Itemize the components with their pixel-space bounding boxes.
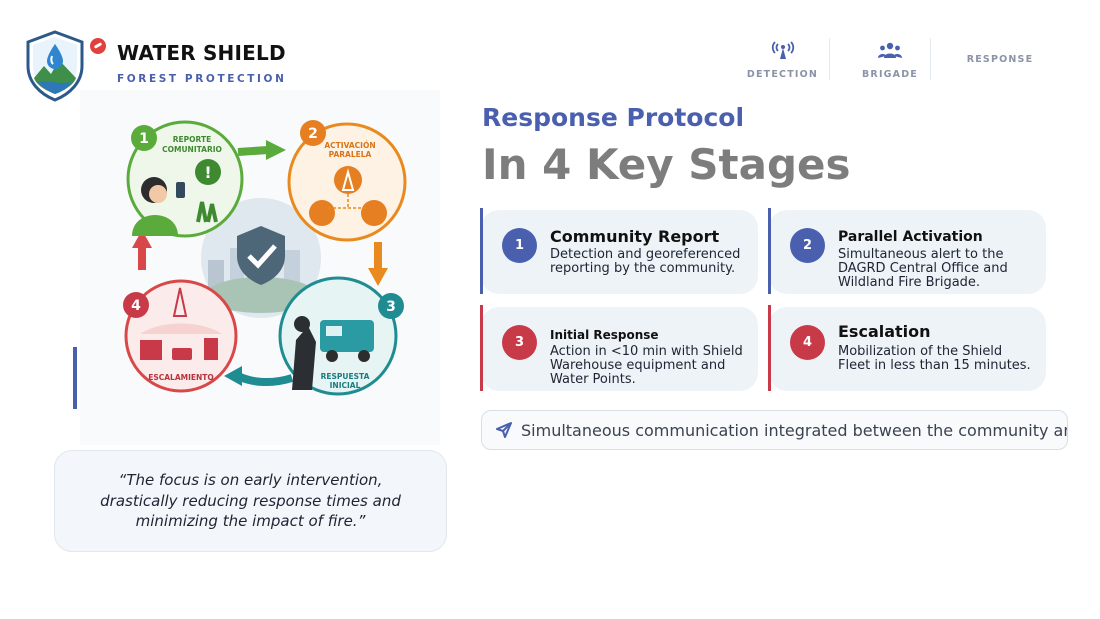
stage-description: Detection and georeferenced reporting by… bbox=[550, 247, 741, 276]
stage-card-4: 4 Escalation Mobilization of the Shield … bbox=[768, 305, 1046, 391]
card-accent-bar bbox=[480, 305, 483, 391]
stage-card-2: 2 Parallel Activation Simultaneous alert… bbox=[768, 208, 1046, 294]
stage-description: Simultaneous alert to the DAGRD Central … bbox=[838, 247, 1008, 290]
quote-box: “The focus is on early intervention, dra… bbox=[54, 450, 447, 552]
protocol-illustration: 1 REPORTE COMUNITARIO ! 2 ACTIVACIÓN PAR… bbox=[80, 90, 440, 445]
nav-brigade[interactable]: BRIGADE bbox=[855, 38, 925, 80]
svg-text:3: 3 bbox=[386, 299, 396, 315]
page-title: In 4 Key Stages bbox=[482, 140, 851, 189]
card-accent-bar bbox=[480, 208, 483, 294]
stage-number-badge: 3 bbox=[502, 325, 537, 360]
stage-number-badge: 2 bbox=[790, 228, 825, 263]
broadcast-tower-icon bbox=[771, 41, 794, 59]
water-shield-logo bbox=[26, 30, 84, 102]
svg-text:2: 2 bbox=[308, 126, 318, 142]
protocol-cycle-graphic: 1 REPORTE COMUNITARIO ! 2 ACTIVACIÓN PAR… bbox=[123, 120, 407, 396]
svg-text:!: ! bbox=[204, 163, 211, 182]
nav-divider bbox=[829, 38, 830, 80]
fire-badge-icon bbox=[90, 38, 106, 54]
brand-subtitle: FOREST PROTECTION bbox=[117, 73, 287, 85]
illus-label-2: ACTIVACIÓN bbox=[324, 141, 375, 150]
card-accent-bar bbox=[768, 305, 771, 391]
illus-label-1: REPORTE bbox=[173, 135, 211, 144]
send-icon bbox=[496, 422, 512, 438]
nav-divider bbox=[930, 38, 931, 80]
stage-title: Parallel Activation bbox=[838, 229, 983, 245]
nav-response-label: RESPONSE bbox=[966, 53, 1034, 65]
nav-detection-label: DETECTION bbox=[746, 69, 819, 80]
svg-text:PARALELA: PARALELA bbox=[329, 150, 372, 159]
stage-card-1: 1 Community Report Detection and georefe… bbox=[480, 208, 758, 294]
nav-response[interactable]: RESPONSE bbox=[960, 38, 1040, 80]
accent-bar bbox=[73, 347, 77, 409]
stage-title: Escalation bbox=[838, 322, 931, 341]
illus-label-4: ESCALAMIENTO bbox=[148, 373, 214, 382]
svg-text:4: 4 bbox=[131, 298, 141, 314]
card-accent-bar bbox=[768, 208, 771, 294]
stage-title: Initial Response bbox=[550, 328, 659, 342]
communication-note-text: Simultaneous communication integrated be… bbox=[521, 421, 1068, 440]
nav-brigade-label: BRIGADE bbox=[861, 69, 919, 80]
stage-number-badge: 4 bbox=[790, 325, 825, 360]
stage-description: Action in <10 min with Shield Warehouse … bbox=[550, 344, 743, 387]
quote-text: “The focus is on early intervention, dra… bbox=[100, 471, 401, 531]
stage-card-3: 3 Initial Response Action in <10 min wit… bbox=[480, 305, 758, 391]
svg-text:INICIAL: INICIAL bbox=[330, 381, 361, 390]
section-kicker: Response Protocol bbox=[482, 103, 745, 132]
nav-detection[interactable]: DETECTION bbox=[745, 38, 820, 80]
stage-number-badge: 1 bbox=[502, 228, 537, 263]
svg-text:COMUNITARIO: COMUNITARIO bbox=[162, 145, 222, 154]
users-icon bbox=[878, 42, 902, 58]
brand-title: WATER SHIELD bbox=[117, 41, 286, 65]
stage-title: Community Report bbox=[550, 227, 720, 246]
stage-description: Mobilization of the Shield Fleet in less… bbox=[838, 344, 1031, 373]
svg-text:1: 1 bbox=[139, 131, 149, 147]
communication-note: Simultaneous communication integrated be… bbox=[481, 410, 1068, 450]
illus-label-3: RESPUESTA bbox=[321, 372, 370, 381]
